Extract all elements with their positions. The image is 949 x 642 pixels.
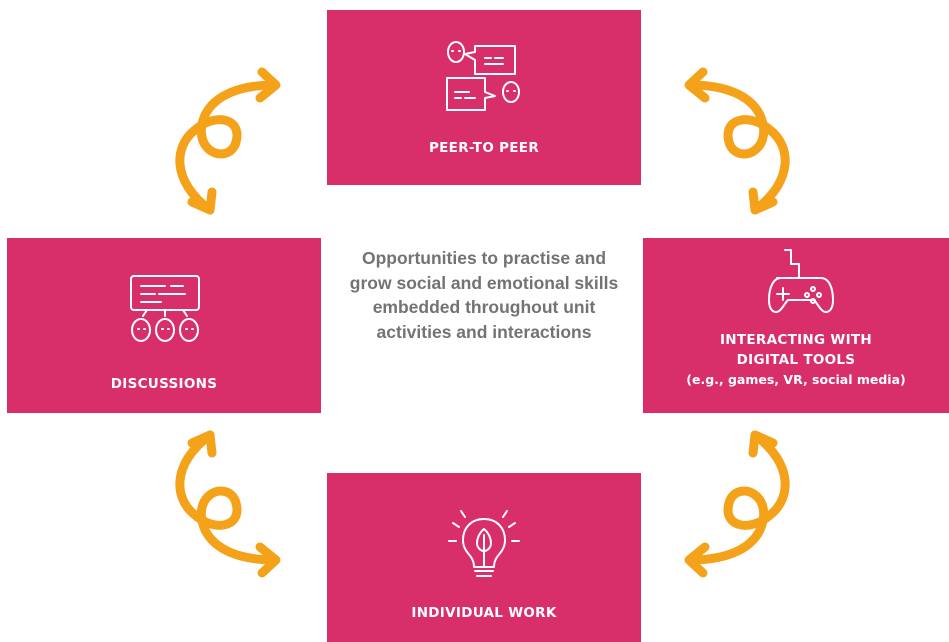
loop-arrow-top-left xyxy=(175,67,281,215)
digital-tools-examples: (e.g., games, VR, social media) xyxy=(686,372,906,387)
discussions-box: DISCUSSIONS xyxy=(7,238,321,413)
loop-arrow-bottom-left xyxy=(175,430,281,578)
group-discussion-icon xyxy=(130,275,200,342)
individual-work-label: INDIVIDUAL WORK xyxy=(411,605,557,621)
central-statement: Opportunities to practise and grow socia… xyxy=(349,248,619,342)
peer-chat-icon xyxy=(446,41,520,111)
individual-work-box: INDIVIDUAL WORK xyxy=(327,473,641,642)
game-controller-icon xyxy=(768,249,834,313)
lightbulb-idea-icon xyxy=(448,510,520,577)
loop-arrow-bottom-right xyxy=(684,430,790,578)
discussions-label: DISCUSSIONS xyxy=(110,376,218,392)
digital-tools-label-line2: DIGITAL TOOLS xyxy=(736,352,856,368)
digital-tools-labels: INTERACTING WITH DIGITAL TOOLS (e.g., ga… xyxy=(643,330,949,390)
loop-arrow-top-right xyxy=(684,67,790,215)
digital-tools-box: INTERACTING WITH DIGITAL TOOLS (e.g., ga… xyxy=(643,238,949,413)
peer-to-peer-box: PEER-TO PEER xyxy=(327,10,641,185)
peer-to-peer-label: PEER-TO PEER xyxy=(428,140,540,156)
digital-tools-label-line1: INTERACTING WITH xyxy=(719,332,873,348)
